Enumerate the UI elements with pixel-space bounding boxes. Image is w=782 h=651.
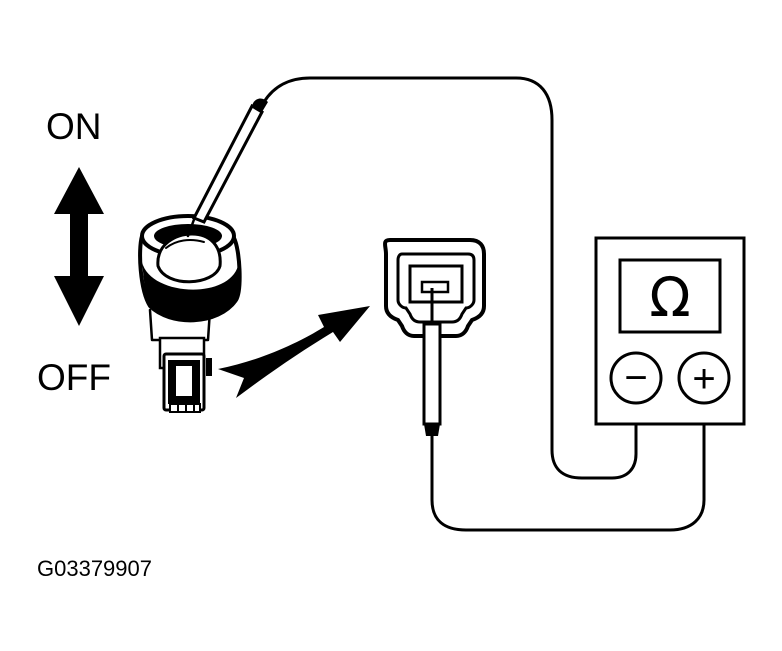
push-switch-icon [138, 214, 242, 413]
test-probe-icon [422, 288, 442, 436]
positive-terminal-symbol: + [692, 357, 715, 401]
test-probe-icon [186, 98, 268, 238]
negative-terminal-symbol: − [624, 356, 647, 400]
ohmmeter-icon: Ω − + [594, 236, 746, 426]
figure-code: G03379907 [37, 556, 152, 581]
test-lead-wires [262, 76, 706, 532]
ohm-symbol: Ω [649, 266, 690, 329]
off-label: OFF [37, 357, 111, 398]
connector-icon [383, 238, 486, 338]
negative-terminal [609, 351, 663, 405]
pointer-arrow-icon [218, 306, 370, 398]
double-arrow-icon [54, 167, 104, 326]
on-label: ON [46, 106, 102, 147]
positive-terminal [677, 351, 731, 405]
